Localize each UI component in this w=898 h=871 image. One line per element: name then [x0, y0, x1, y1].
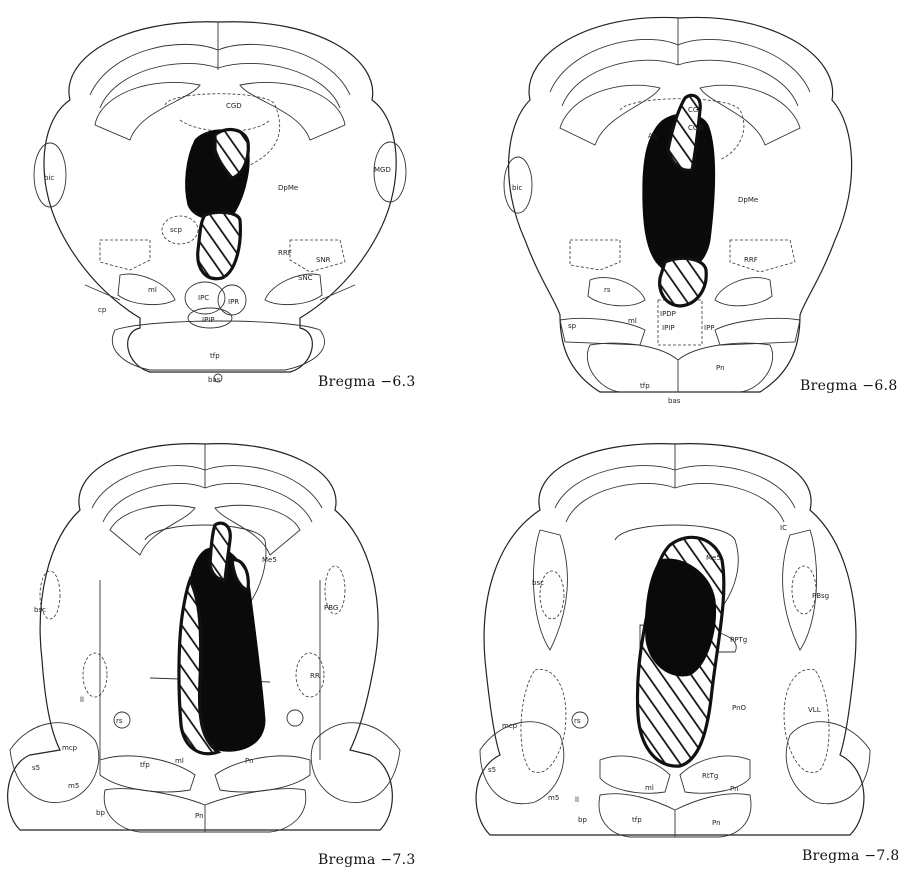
region-label: Me5 [262, 556, 277, 564]
region-label: Pn [730, 785, 739, 793]
bregma-label: Bregma −6.8 [800, 378, 898, 394]
region-label: PPTg [730, 636, 747, 644]
region-label: Pn [712, 819, 721, 827]
region-label: SNR [316, 256, 331, 264]
section-panel-bregma-6-3: CGD MGD DpMe bic scp RRF SNR SNC ml cp I… [0, 0, 440, 410]
region-label: rs [116, 717, 123, 725]
region-label: PBsg [812, 592, 829, 600]
region-label: tfp [632, 816, 642, 824]
region-label: DpMe [738, 196, 758, 204]
region-label: SNC [298, 274, 313, 282]
brain-section-drawing: CG Aq CGD DpMe bic RRF rs sp ml IPDP IPI… [460, 0, 898, 410]
bregma-label: Bregma −7.3 [318, 852, 416, 868]
region-label: IC [780, 524, 787, 532]
region-label: rs [574, 717, 581, 725]
region-label: RRF [744, 256, 758, 264]
section-panel-bregma-6-8: CG Aq CGD DpMe bic RRF rs sp ml IPDP IPI… [460, 0, 898, 410]
region-label: mcp [62, 744, 78, 752]
region-label: Pn [245, 757, 254, 765]
region-label: s5 [32, 764, 40, 772]
region-label: IPP [704, 324, 715, 332]
region-label: VLL [808, 706, 821, 714]
region-label: tfp [140, 761, 150, 769]
region-label: bas [668, 397, 681, 405]
region-label: ml [148, 286, 157, 294]
region-label: DpMe [278, 184, 298, 192]
region-label: PBG [324, 604, 338, 612]
region-label: Pn [716, 364, 725, 372]
brain-section-drawing: Me5 bsc PBG RR ll rs mcp s5 m5 tfp ml Pn… [0, 430, 440, 871]
region-label: ml [628, 317, 637, 325]
region-label: IPDP [660, 310, 676, 318]
bregma-label: Bregma −7.8 [802, 848, 898, 864]
region-label: bic [512, 184, 522, 192]
region-label: bp [96, 809, 105, 817]
region-label: m5 [548, 794, 559, 802]
region-label: mcp [502, 722, 518, 730]
region-label: sp [568, 322, 577, 330]
region-label: rs [604, 286, 611, 294]
region-label: Aq [648, 132, 657, 140]
region-label: scp [170, 226, 182, 234]
region-label: ll [575, 796, 579, 804]
region-label: Me5 [706, 554, 721, 562]
region-label: ml [645, 784, 654, 792]
region-label: MGD [374, 166, 391, 174]
region-label: RtTg [702, 772, 718, 780]
region-label: s5 [488, 766, 496, 774]
region-label: bic [44, 174, 54, 182]
region-label: IPR [228, 298, 239, 306]
region-label: CGD [226, 102, 242, 110]
region-label: IPC [198, 294, 209, 302]
brain-section-drawing: CGD MGD DpMe bic scp RRF SNR SNC ml cp I… [0, 0, 440, 410]
region-label: bp [578, 816, 587, 824]
section-panel-bregma-7-8: Me5 IC bsc PBsg PPTg PnO VLL rs mcp s5 m… [460, 430, 898, 871]
bregma-label: Bregma −6.3 [318, 374, 416, 390]
region-label: ll [80, 696, 84, 704]
region-label: RR [310, 672, 320, 680]
region-label: tfp [640, 382, 650, 390]
region-label: tfp [210, 352, 220, 360]
region-label: bsc [34, 606, 46, 614]
region-label: Pn [195, 812, 204, 820]
region-label: cp [98, 306, 107, 314]
region-label: bsc [532, 579, 544, 587]
region-label: IPIP [662, 324, 675, 332]
brain-section-drawing: Me5 IC bsc PBsg PPTg PnO VLL rs mcp s5 m… [460, 430, 898, 871]
region-label: RRF [278, 249, 292, 257]
region-label: IPIP [202, 316, 215, 324]
region-label: ml [175, 757, 184, 765]
region-label: PnO [732, 704, 747, 712]
region-label: bas [208, 376, 221, 384]
region-label: CG [688, 106, 698, 114]
region-label: CGD [688, 124, 704, 132]
region-label: m5 [68, 782, 79, 790]
section-panel-bregma-7-3: Me5 bsc PBG RR ll rs mcp s5 m5 tfp ml Pn… [0, 430, 440, 871]
